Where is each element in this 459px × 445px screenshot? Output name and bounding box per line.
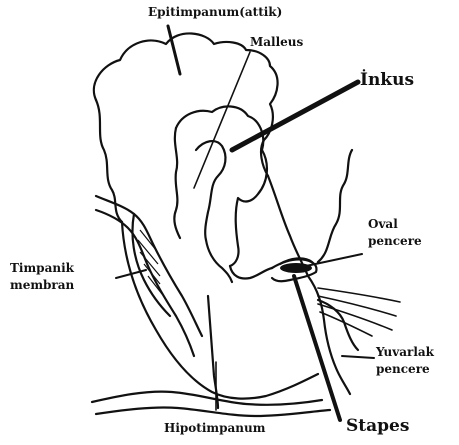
epitympanum-leader [168,26,180,74]
label-malleus: Malleus [250,36,303,49]
oval-window-leader [306,254,362,266]
tympanic-membrane-line2: membran [10,279,74,292]
malleus-handle [174,128,180,238]
nerve-fibre-4 [320,312,372,336]
round-window-line2: pencere [376,363,434,376]
malleus-body [176,106,267,266]
stapes-leader [294,276,340,420]
malleus-inner-edge [196,141,225,240]
label-stapes: Stapes [346,418,409,436]
hypotympanum-floor-lower [96,407,330,416]
label-epitympanum: Epitimpanum(attik) [148,6,282,19]
incus-lenticular [206,240,232,282]
hypotympanum-outline [122,222,318,399]
oval-window-line1: Oval [368,218,422,231]
label-oval-window: Oval pencere [368,218,422,247]
label-hypotympanum: Hipotimpanum [164,422,265,435]
label-tympanic-membrane: Timpanik membran [10,262,74,291]
label-incus: İnkus [360,72,414,90]
round-window-line1: Yuvarlak [376,346,434,359]
right-wavy-tube [318,150,352,262]
oval-window-line2: pencere [368,235,422,248]
epitympanum-outline [94,33,278,176]
nerve-fibre-3 [318,304,392,330]
epitympanum-left-wall [96,100,122,222]
nerve-fibre-1 [318,288,400,302]
label-round-window: Yuvarlak pencere [376,346,434,375]
incus-long-process [230,266,272,279]
tympanic-membrane-line1: Timpanik [10,262,74,275]
hypotympanum-floor [92,392,322,405]
malleus-leader [194,52,250,188]
stapes-footplate [280,263,312,273]
round-window-leader [342,356,374,358]
